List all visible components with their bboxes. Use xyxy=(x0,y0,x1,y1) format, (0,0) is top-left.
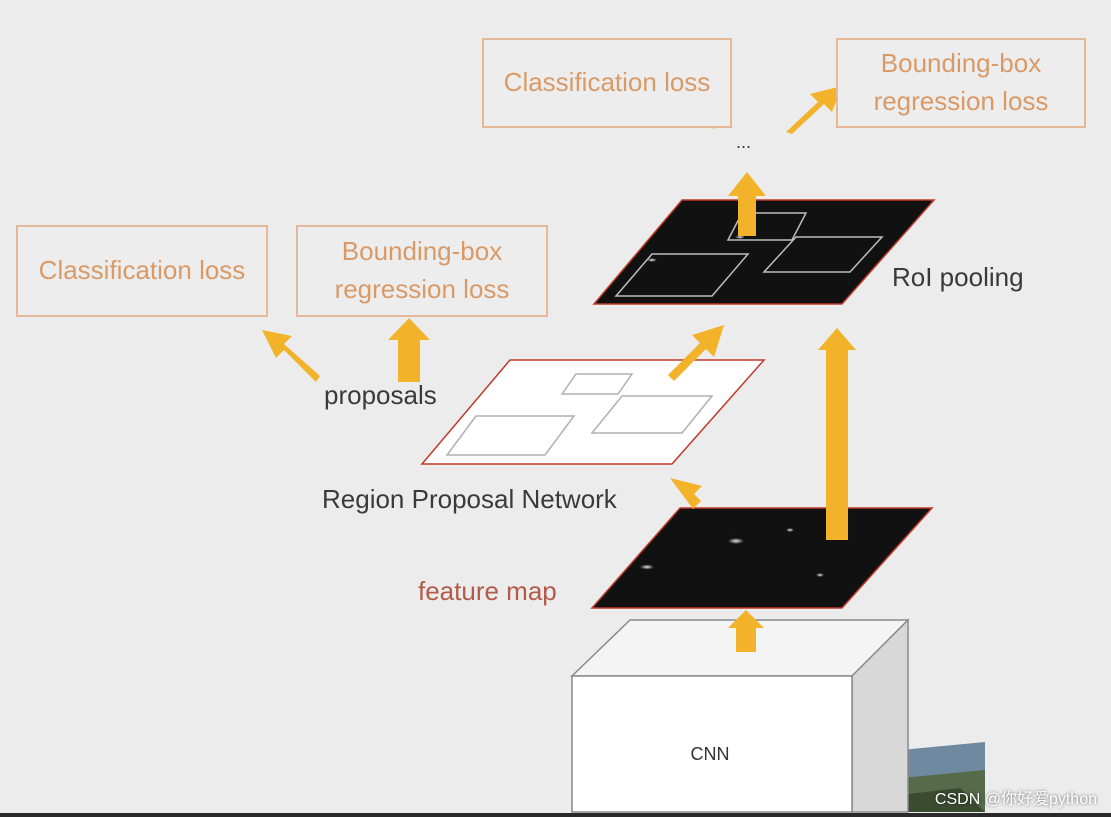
rpn-plane xyxy=(422,360,764,464)
top-classification-loss-label: Classification loss xyxy=(484,64,730,102)
bottom-bar xyxy=(0,813,1111,817)
roi-pooling-plane xyxy=(594,200,934,304)
ellipsis-label: ... xyxy=(736,132,751,153)
cnn-label: CNN xyxy=(640,744,780,765)
proposals-label: proposals xyxy=(324,380,437,411)
feature-map-label: feature map xyxy=(418,576,557,607)
top-bbox-regression-loss-box: Bounding-box regression loss xyxy=(836,38,1086,128)
feature-map-plane xyxy=(592,508,932,608)
rpn-classification-loss-box: Classification loss xyxy=(16,225,268,317)
rpn-label: Region Proposal Network xyxy=(322,484,617,515)
rpn-bbox-regression-loss-box: Bounding-box regression loss xyxy=(296,225,548,317)
rpn-bbox-regression-loss-label: Bounding-box regression loss xyxy=(298,233,546,308)
arrow-proposals-to-classification xyxy=(262,330,320,382)
top-classification-loss-box: Classification loss xyxy=(482,38,732,128)
watermark: CSDN @你好爱python xyxy=(935,785,1097,809)
roi-pooling-label: RoI pooling xyxy=(892,262,1024,293)
arrow-proposals-to-bbox xyxy=(388,318,430,382)
top-bbox-regression-loss-label: Bounding-box regression loss xyxy=(838,45,1084,120)
arrow-to-top-bbox xyxy=(786,86,842,134)
rpn-classification-loss-label: Classification loss xyxy=(18,252,266,290)
